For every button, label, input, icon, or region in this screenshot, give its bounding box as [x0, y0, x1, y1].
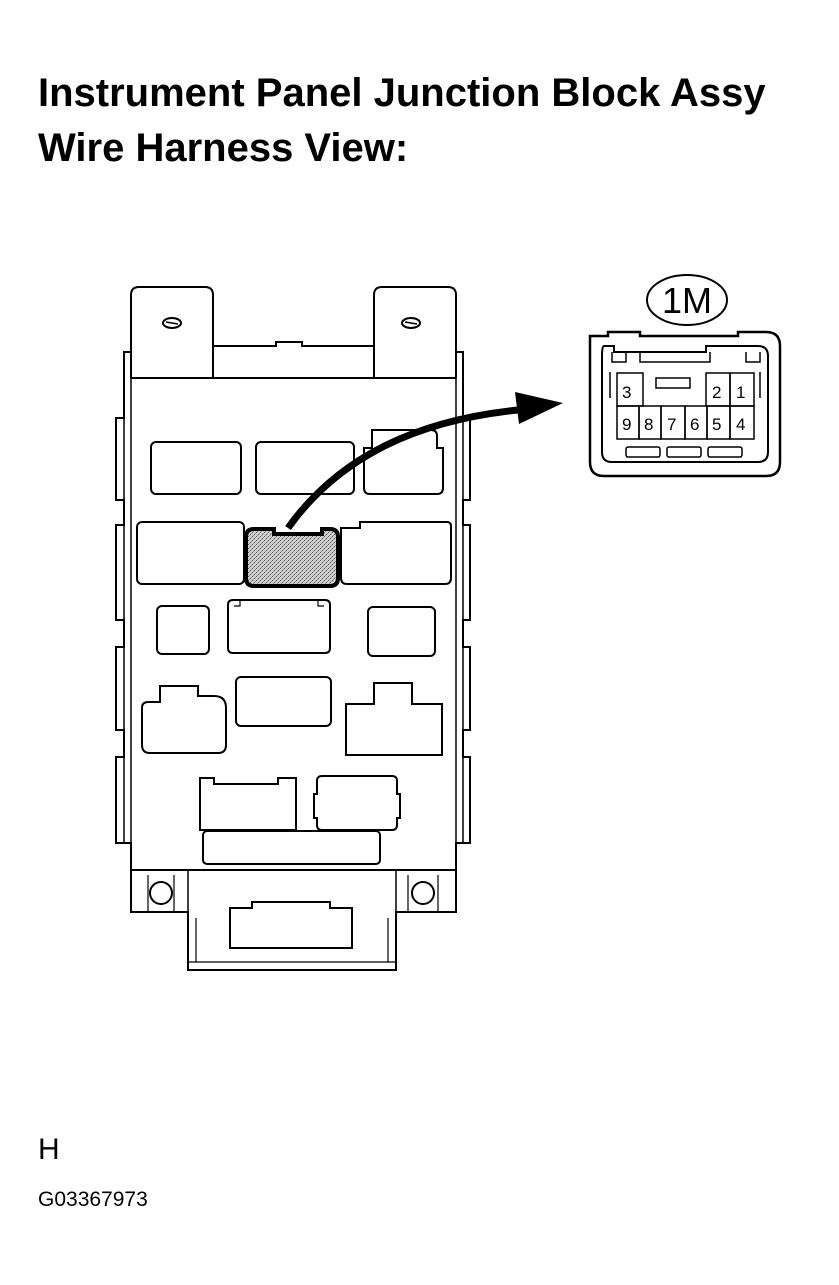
connector-label: 1M [646, 274, 728, 326]
slot-r4-middle [235, 676, 332, 727]
connector-pinout [588, 330, 782, 478]
slot-r4-right [345, 682, 443, 756]
slot-r3-middle [227, 599, 331, 654]
pin-grid [616, 372, 755, 440]
bottom-left-hole [149, 881, 173, 905]
connector-outer-shell [588, 330, 782, 478]
slot-r5-right [313, 775, 401, 831]
connector-code: 1M [662, 280, 712, 321]
page-title: Instrument Panel Junction Block Assy Wir… [38, 66, 828, 176]
slot-r3-right [367, 606, 436, 657]
bottom-connector-slot [229, 901, 353, 949]
slot-r1-middle [255, 441, 355, 495]
pin-4: 4 [736, 415, 745, 434]
slot-r2-right [340, 521, 452, 585]
title-line-1: Instrument Panel Junction Block Assy [38, 71, 766, 115]
slot-r5-left [199, 777, 297, 831]
left-mounting-ear [130, 286, 214, 378]
main-housing [115, 351, 471, 871]
slot-bottom-bar [202, 830, 381, 865]
pin-3: 3 [622, 383, 631, 402]
slot-r1-left [150, 441, 242, 495]
pointer-arrow [285, 392, 563, 531]
slot-r3-left [156, 605, 210, 655]
section-letter: H [38, 1133, 60, 1166]
pin-9: 9 [622, 415, 631, 434]
highlighted-connector-1m [244, 527, 340, 588]
bottom-right-hole [411, 881, 435, 905]
junction-block-body [115, 286, 471, 971]
pin-1: 1 [736, 383, 745, 402]
left-ear-hole [162, 317, 182, 329]
slot-r4-left [141, 685, 227, 754]
pin-8: 8 [644, 415, 653, 434]
slot-r2-left [136, 521, 245, 585]
pin-2: 2 [712, 383, 721, 402]
right-mounting-ear [373, 286, 457, 378]
bottom-mount [130, 870, 457, 971]
right-ear-hole [401, 317, 421, 329]
pin-6: 6 [690, 415, 699, 434]
connector-inner-shell [601, 345, 769, 463]
pin-5: 5 [712, 415, 721, 434]
pin-7: 7 [667, 415, 676, 434]
figure-code: G03367973 [38, 1188, 148, 1211]
title-line-2: Wire Harness View: [38, 126, 409, 170]
pin-labels: 3 2 1 9 8 7 6 5 4 [622, 383, 745, 434]
slot-r1-right [363, 429, 444, 495]
